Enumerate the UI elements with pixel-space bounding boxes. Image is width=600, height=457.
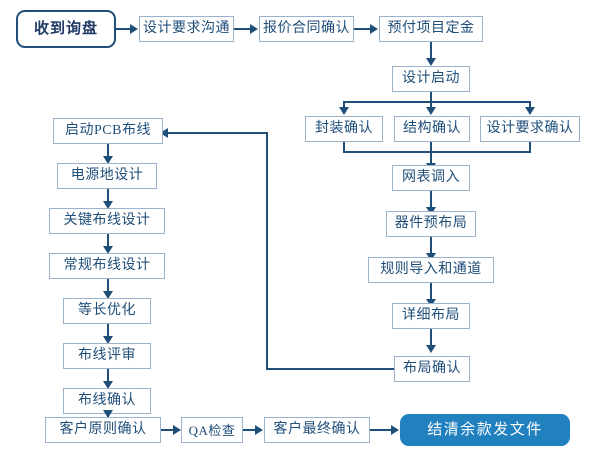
- arrowhead-right-final-confirm: [255, 425, 263, 435]
- node-customer-principle-confirm[interactable]: 客户原则确认: [45, 417, 161, 443]
- node-start[interactable]: 收到询盘: [16, 10, 116, 48]
- connector-fanout-right-drop: [529, 101, 531, 110]
- connector-length-to-review: [107, 324, 109, 340]
- connector-rules-to-detail: [430, 283, 432, 303]
- connector-fanin-to-netlist: [430, 142, 432, 167]
- node-placement-confirm[interactable]: 布局确认: [394, 356, 470, 382]
- arrowhead-right-quote: [250, 24, 258, 34]
- arrowhead-right-qa: [173, 425, 181, 435]
- arrowhead-right-settle: [391, 425, 399, 435]
- connector-normal-to-length-tuning: [107, 279, 109, 295]
- node-start-pcb-routing[interactable]: 启动PCB布线: [53, 118, 163, 144]
- node-netlist-import[interactable]: 网表调入: [392, 165, 470, 191]
- connector-preplacement-to-rules: [430, 237, 432, 257]
- connector-feedback-riser: [266, 132, 268, 370]
- node-customer-final-confirm[interactable]: 客户最终确认: [264, 417, 370, 443]
- connector-prepay-to-design-start: [430, 42, 432, 62]
- node-length-tuning[interactable]: 等长优化: [63, 298, 151, 324]
- connector-qa-to-final: [243, 429, 257, 431]
- node-rule-import-and-channel[interactable]: 规则导入和通道: [368, 257, 494, 283]
- arrowhead-down-placement-confirm: [426, 345, 436, 353]
- connector-quote-to-prepay: [354, 28, 372, 30]
- node-settle-balance-deliver-files[interactable]: 结清余款发文件: [400, 414, 570, 446]
- connector-fanin-right-riser: [529, 142, 531, 153]
- node-design-kickoff[interactable]: 设计启动: [392, 66, 470, 92]
- connector-final-to-settle: [370, 429, 394, 431]
- node-component-pre-placement[interactable]: 器件预布局: [386, 211, 476, 237]
- connector-netlist-to-preplacement: [430, 191, 432, 211]
- arrowhead-down-normal-routing: [103, 246, 113, 254]
- connector-fanin-left-riser: [343, 142, 345, 153]
- connector-principle-to-qa: [161, 429, 175, 431]
- node-project-prepayment[interactable]: 预付项目定金: [379, 16, 483, 42]
- connector-start-to-req: [116, 28, 132, 30]
- connector-fanin-bus: [343, 151, 531, 153]
- connector-fanout-bus: [343, 101, 531, 103]
- node-quotation-contract-confirm[interactable]: 报价合同确认: [259, 16, 354, 42]
- node-detailed-placement[interactable]: 详细布局: [392, 303, 470, 329]
- node-power-ground-design[interactable]: 电源地设计: [57, 163, 157, 189]
- connector-design-start-stem: [430, 92, 432, 103]
- connector-fanout-left-drop: [343, 101, 345, 110]
- arrowhead-down-design-start: [426, 58, 436, 66]
- arrowhead-down-routing-review: [103, 336, 113, 344]
- connector-req-to-quote: [234, 28, 252, 30]
- connector-key-to-normal-routing: [107, 234, 109, 250]
- connector-fanout-mid-drop: [430, 101, 432, 110]
- arrowhead-down-key-routing: [103, 201, 113, 209]
- connector-feedback-to-routing: [168, 132, 268, 134]
- arrowhead-down-design-req: [525, 107, 535, 115]
- arrowhead-down-customer-principle: [103, 410, 113, 418]
- node-structure-confirm[interactable]: 结构确认: [394, 116, 470, 142]
- node-qa-check[interactable]: QA检查: [181, 417, 243, 443]
- arrowhead-down-power-ground: [103, 156, 113, 164]
- connector-placement-confirm-left: [266, 368, 394, 370]
- arrowhead-down-routing-confirm: [103, 381, 113, 389]
- node-design-requirement-communication[interactable]: 设计要求沟通: [139, 16, 234, 42]
- arrowhead-left-start-routing: [160, 128, 168, 138]
- node-routing-review[interactable]: 布线评审: [63, 343, 151, 369]
- connector-power-to-key-routing: [107, 189, 109, 205]
- arrowhead-down-package: [339, 107, 349, 115]
- connector-detail-to-placement-confirm: [430, 329, 432, 349]
- arrowhead-right-prepay: [370, 24, 378, 34]
- node-package-confirm[interactable]: 封装确认: [305, 116, 383, 142]
- node-routing-confirm[interactable]: 布线确认: [63, 388, 151, 414]
- node-key-routing-design[interactable]: 关键布线设计: [49, 208, 165, 234]
- arrowhead-down-length-tuning: [103, 291, 113, 299]
- node-normal-routing-design[interactable]: 常规布线设计: [49, 253, 165, 279]
- connector-routing-to-power: [107, 144, 109, 160]
- connector-review-to-routing-confirm: [107, 369, 109, 385]
- arrowhead-down-structure: [426, 107, 436, 115]
- node-design-requirement-confirm[interactable]: 设计要求确认: [480, 116, 580, 142]
- arrowhead-right-req: [130, 24, 138, 34]
